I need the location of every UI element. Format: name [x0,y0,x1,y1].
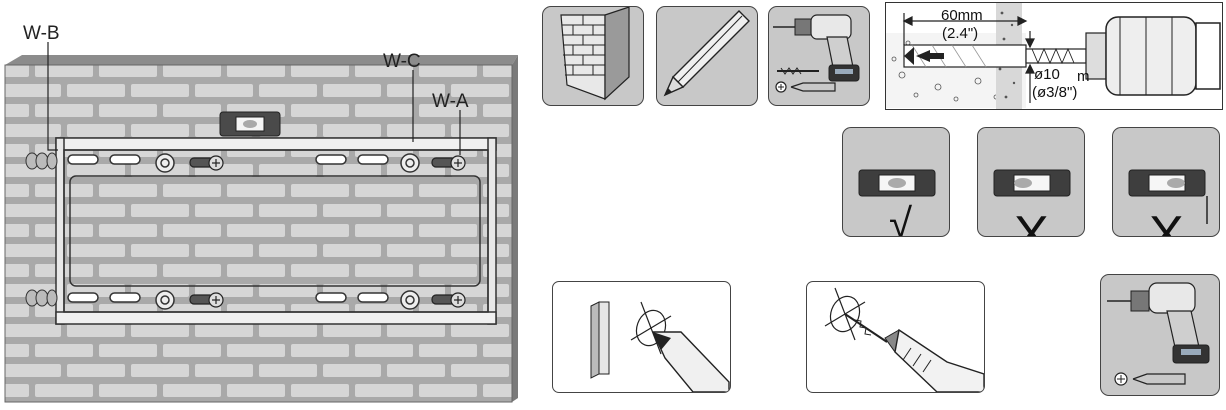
drill-depth-diagram: 60mm (2.4") ø10 m (ø3/8") [885,2,1223,110]
diameter-in-text: (ø3/8") [1032,84,1077,101]
drill-icon [844,313,984,392]
drill-icon [773,14,860,93]
brick-wall-tile [542,6,644,106]
wall-bracket [25,137,497,325]
spirit-level-icon [993,169,1071,197]
level-wrong-tile-2: X [1112,127,1220,237]
spirit-level-icon [219,111,281,137]
spirit-level-icon [858,169,936,197]
pencil-tile [656,6,758,106]
diameter-mm-text: ø10 [1034,66,1060,83]
spirit-level-icon [1128,169,1206,197]
phillips-screwdriver-icon [775,81,836,93]
brick-wall-icon [560,7,630,101]
diameter-unit-fragment: m [1077,68,1090,85]
label-wall-cover: W-C [383,51,421,72]
depth-mm-text: 60mm [941,7,983,24]
drill-anchor-tile [1100,274,1220,396]
wall-illustration [0,0,530,410]
drill-icon [1107,282,1210,386]
pencil-icon [663,10,750,97]
label-wall-bracket: W-B [23,23,60,44]
level-correct-tile: √ [842,127,950,237]
mark-hole-tile [552,281,731,393]
drill-hole-tile [806,281,985,393]
depth-in-text: (2.4") [942,25,978,42]
label-wall-anchor: W-A [432,91,469,112]
drill-tile [768,6,870,106]
drill-bit-icon [777,67,819,75]
check-mark: √ [889,200,913,236]
wrong-mark: X [1014,206,1049,236]
pencil-icon [651,331,730,392]
wrong-mark: X [1149,206,1184,236]
phillips-screwdriver-icon [1114,372,1186,386]
level-wrong-tile-1: X [977,127,1085,237]
